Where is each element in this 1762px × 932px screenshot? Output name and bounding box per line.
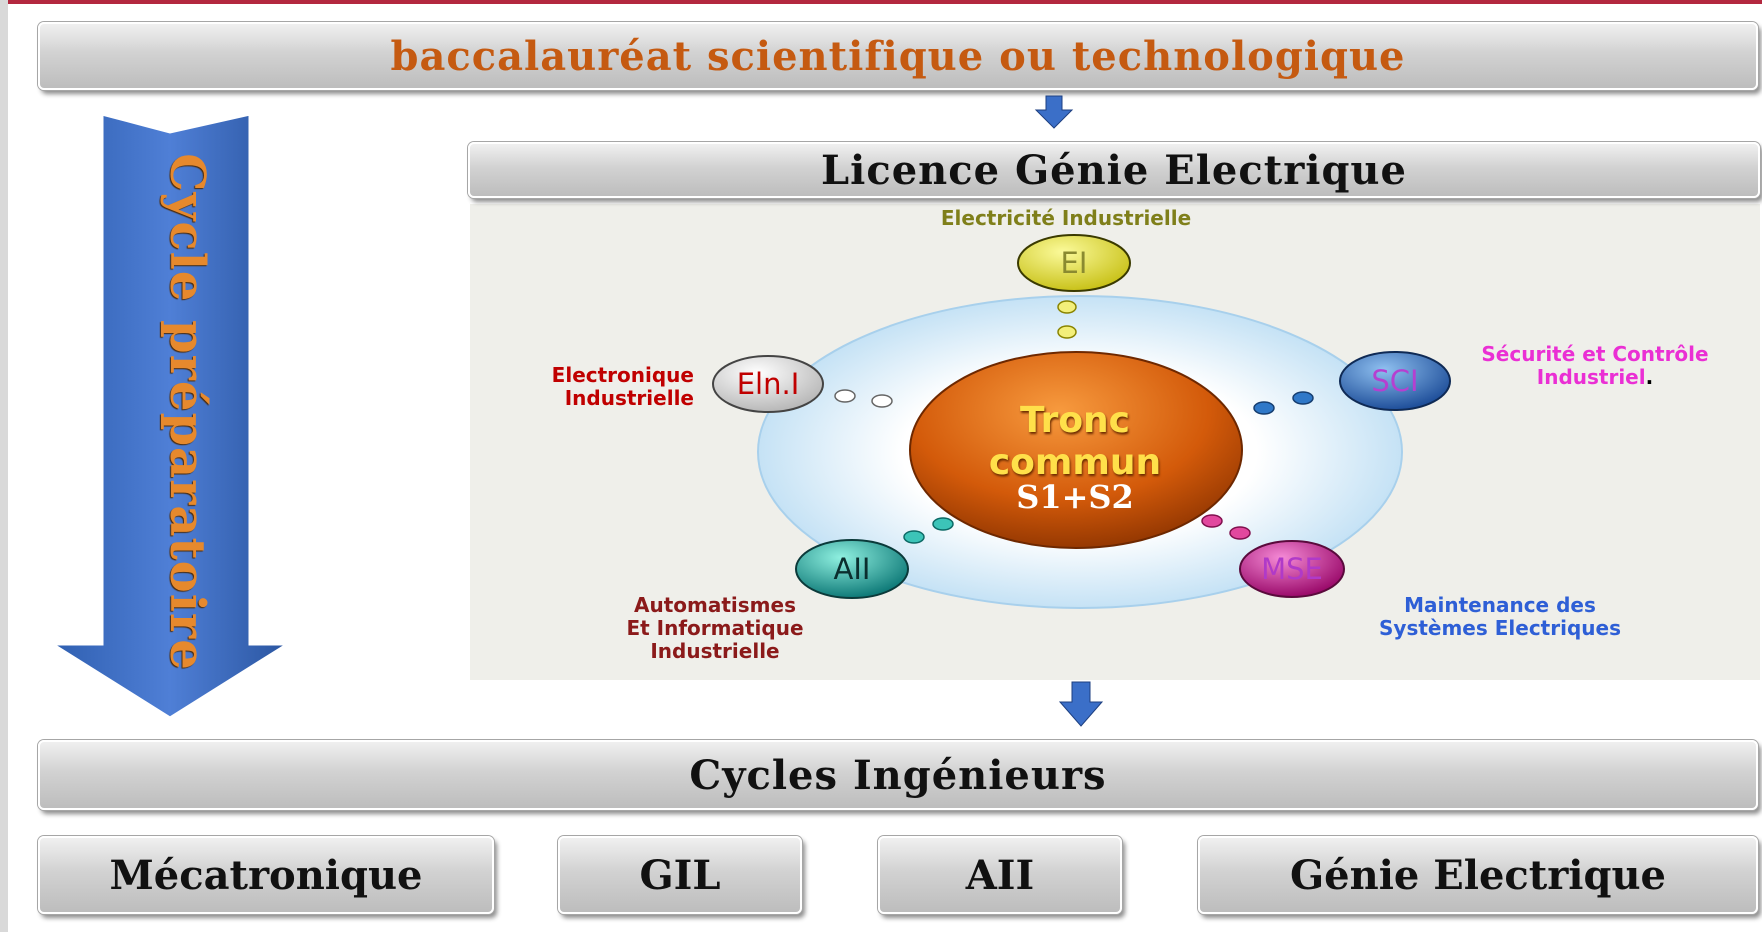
node-eln-abbr: Eln.I [736, 367, 800, 401]
baccalaureat-box: baccalauréat scientifique ou technologiq… [38, 22, 1758, 90]
cycles-ingenieurs-title: Cycles Ingénieurs [689, 751, 1107, 799]
baccalaureat-title: baccalauréat scientifique ou technologiq… [390, 32, 1406, 80]
label-sci-line1: Sécurité et Contrôle [1481, 342, 1709, 366]
tronc-commun-label: Tronc commun [910, 400, 1240, 484]
label-eln-line2: Industrielle [564, 386, 694, 410]
label-sci: Sécurité et Contrôle Industriel. [1430, 343, 1760, 389]
label-mse: Maintenance des Systèmes Electriques [1330, 594, 1670, 640]
label-sci-line2: Industriel [1536, 365, 1646, 389]
node-ei-abbr: EI [1060, 246, 1088, 280]
left-border [0, 0, 8, 932]
node-sci-abbr: SCI [1371, 364, 1419, 398]
tronc-commun-sphere [909, 351, 1243, 549]
tronc-line1: Tronc [1019, 400, 1131, 441]
node-aii-abbr: AII [833, 552, 871, 586]
node-eln [712, 355, 824, 413]
label-aii-line2: Et Informatique [626, 616, 804, 640]
program-box: GIL [558, 836, 802, 914]
program-label: AII [965, 851, 1035, 899]
label-mse-line1: Maintenance des [1404, 593, 1596, 617]
program-label: Mécatronique [109, 851, 423, 899]
cycle-preparatoire-label: Cycle préparatoire [159, 153, 215, 671]
arrow-down-icon [1058, 681, 1104, 727]
cycles-ingenieurs-box: Cycles Ingénieurs [38, 740, 1758, 810]
program-label: Génie Electrique [1290, 851, 1666, 899]
licence-box: Licence Génie Electrique [468, 142, 1760, 198]
program-box: Génie Electrique [1198, 836, 1758, 914]
cycle-preparatoire-arrow [46, 112, 294, 720]
program-label: GIL [639, 851, 721, 899]
node-mse [1239, 540, 1345, 598]
label-mse-line2: Systèmes Electriques [1379, 616, 1621, 640]
semester-label: S1+S2 [1016, 478, 1134, 516]
node-ei [1017, 234, 1131, 292]
label-aii-line3: Industrielle [650, 639, 780, 663]
arrow-down-icon [1034, 95, 1074, 129]
label-eln: Electronique Industrielle [488, 364, 694, 410]
tronc-line2: commun [988, 442, 1162, 483]
licence-title: Licence Génie Electrique [821, 146, 1407, 194]
node-mse-abbr: MSE [1261, 552, 1323, 586]
node-sci [1339, 351, 1451, 411]
top-border [0, 0, 1762, 4]
label-aii: Automatismes Et Informatique Industriell… [580, 594, 850, 663]
label-ei: Electricité Industrielle [940, 206, 1192, 230]
label-eln-line1: Electronique [551, 363, 694, 387]
program-box: Mécatronique [38, 836, 494, 914]
connector-dots [834, 300, 1314, 544]
label-aii-line1: Automatismes [634, 593, 796, 617]
label-sci-tail: . [1645, 365, 1654, 389]
program-box: AII [878, 836, 1122, 914]
node-aii [795, 539, 909, 599]
